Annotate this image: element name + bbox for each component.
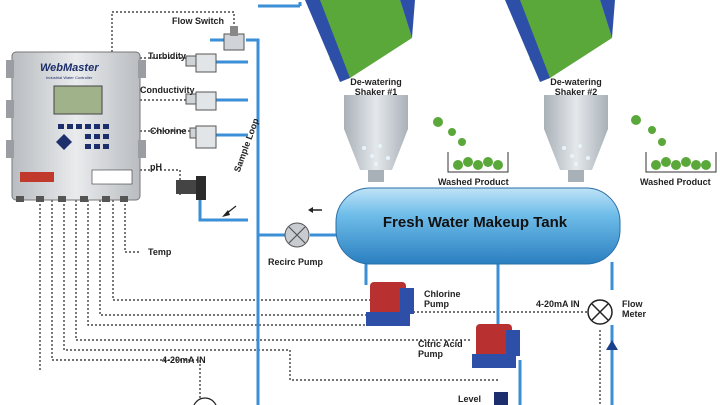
shaker-2[interactable] [505,0,615,182]
sensor-chlorine[interactable] [189,125,217,149]
label-temp: Temp [148,247,172,257]
label-signal-in-1: 4-20mA IN [536,299,580,309]
shaker-1[interactable] [305,0,415,182]
chlorine-pump[interactable] [366,282,414,326]
label-flow-meter: Flow Meter [622,299,647,319]
pipes [198,2,614,405]
label-washed-product-2: Washed Product [640,177,711,187]
label-signal-in-2: 4-20mA IN [162,355,206,365]
sensor-flow-switch[interactable] [223,26,245,51]
keypad[interactable] [56,124,109,150]
webmaster-controller[interactable] [6,51,146,202]
sample-loop-arrow [222,205,237,217]
label-shaker-2: De-watering Shaker #2 [550,77,602,97]
signal-wires [39,11,601,405]
citric-acid-pump[interactable] [472,324,520,368]
controller-brand: WebMaster [40,62,99,74]
lcd-display [53,85,103,115]
label-turbidity: Turbidity [148,51,186,61]
recirc-pump[interactable] [284,207,322,248]
label-conductivity: Conductivity [140,85,195,95]
label-shaker-1: De-watering Shaker #1 [350,77,402,97]
sensor-ph[interactable] [176,176,206,200]
label-recirc-pump: Recirc Pump [268,257,324,267]
label-chlorine-pump: Chlorine Pump [424,289,461,309]
washed-product-2 [631,115,717,173]
level-sensor[interactable] [494,392,508,405]
sensor-conductivity[interactable] [185,91,217,111]
tank-title: Fresh Water Makeup Tank [382,214,568,231]
bottom-gauge [193,397,217,405]
label-flow-switch: Flow Switch [172,16,225,26]
label-ph: pH [150,162,162,172]
fresh-water-makeup-tank[interactable] [335,187,621,265]
label-citric-acid-pump: Citric Acid Pump [418,339,463,359]
label-washed-product-1: Washed Product [438,177,509,187]
label-level: Level [458,394,482,404]
label-chlorine: Chlorine [150,126,187,136]
washed-product-1 [433,117,509,173]
flow-meter[interactable] [587,299,618,350]
sensor-turbidity[interactable] [185,53,217,73]
controller-subtitle: Industrial Water Controller [46,75,93,80]
logo-plate [20,172,54,182]
